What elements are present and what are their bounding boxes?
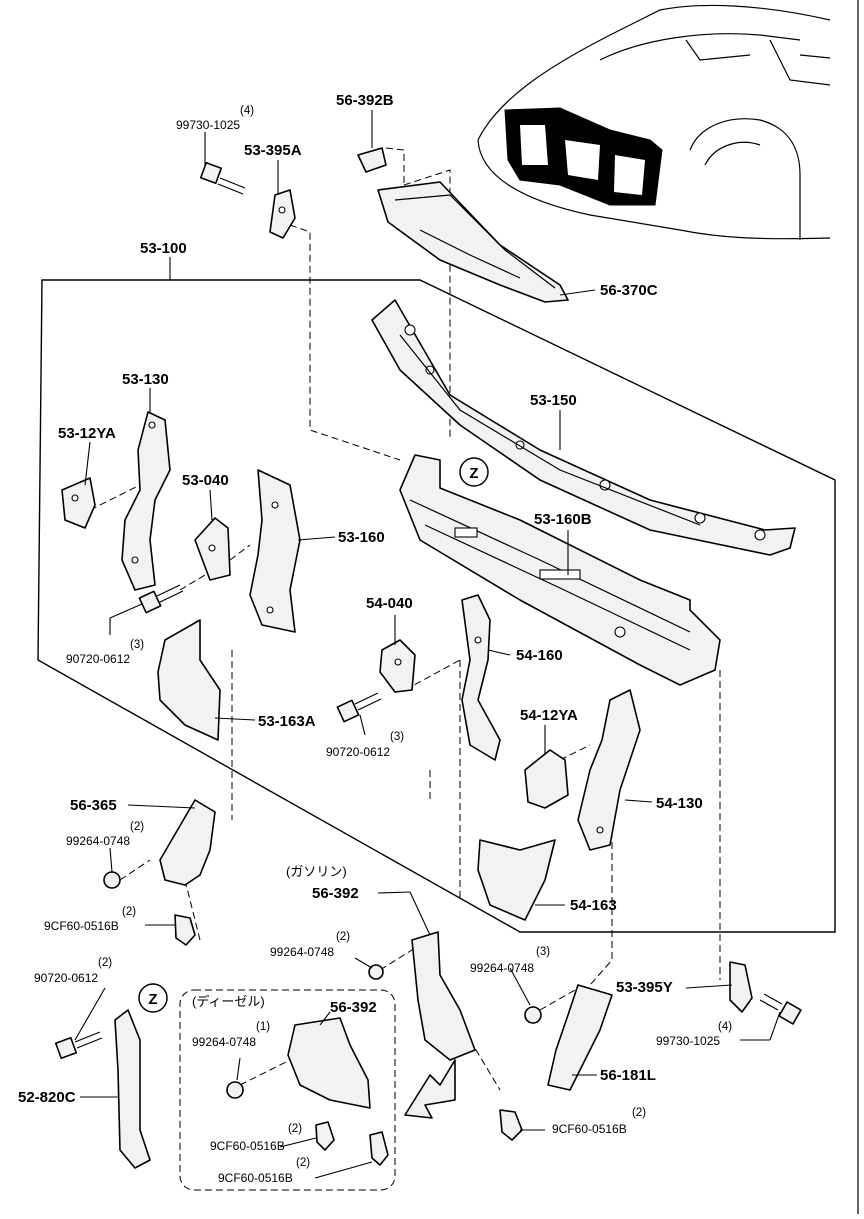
label-56-392B: 56-392B [336, 92, 394, 109]
qty-9CF60-0516B-left: (2) [122, 906, 136, 918]
screw-9CF60-0516B-d2 [369, 1131, 389, 1166]
part-labels: (4) 99730-1025 56-392B 53-395A 53-100 56… [18, 92, 732, 1185]
part-56-365 [159, 799, 216, 886]
label-53-163A: 53-163A [258, 713, 316, 730]
part-53-395A [269, 189, 296, 239]
qty-90720-0612-mid: (3) [390, 731, 404, 743]
label-53-160B: 53-160B [534, 511, 592, 528]
label-53-040: 53-040 [182, 472, 229, 489]
bolt-99730-1025-top [199, 161, 246, 195]
screw-9CF60-0516B-left [174, 914, 196, 946]
zone-z-bottom-text: Z [148, 991, 157, 1008]
label-53-100: 53-100 [140, 240, 187, 257]
zone-marker-z-bottom: Z [138, 983, 168, 1013]
qty-9CF60-0516B-d1: (2) [288, 1123, 302, 1135]
diesel-enclosure [179, 989, 396, 1191]
label-56-181L: 56-181L [600, 1067, 656, 1084]
part-53-12YA [61, 477, 96, 529]
part-56-392-gasoline [411, 931, 476, 1061]
qty-99264-0748-left: (2) [130, 821, 144, 833]
label-56-370C: 56-370C [600, 282, 658, 299]
qty-9CF60-0516B-d2: (2) [296, 1157, 310, 1169]
clip-99264-0748-right [524, 1006, 542, 1024]
label-54-130: 54-130 [656, 795, 703, 812]
clip-99264-0748-mid [368, 964, 384, 980]
qty-99264-0748-mid: (2) [336, 931, 350, 943]
label-54-163: 54-163 [570, 897, 617, 914]
part-52-820C [114, 1009, 151, 1169]
label-54-12YA: 54-12YA [520, 707, 578, 724]
qty-9CF60-0516B-right: (2) [632, 1107, 646, 1119]
clip-56-392B [357, 147, 387, 173]
label-99264-0748-mid: 99264-0748 [270, 945, 334, 959]
label-99730-1025-right: 99730-1025 [656, 1034, 720, 1048]
label-9CF60-0516B-d1: 9CF60-0516B [210, 1139, 285, 1153]
part-53-163A [157, 619, 221, 741]
label-53-160: 53-160 [338, 529, 385, 546]
qty-90720-0612-low: (2) [98, 957, 112, 969]
label-52-820C: 52-820C [18, 1089, 76, 1106]
part-53-040 [194, 517, 231, 581]
part-54-163 [477, 839, 556, 921]
bolt-99730-1025-right [759, 993, 802, 1025]
qty-99730-1025-right: (4) [718, 1021, 732, 1033]
label-56-365: 56-365 [70, 797, 117, 814]
screw-9CF60-0516B-d1 [315, 1121, 335, 1151]
part-53-160 [249, 469, 301, 633]
car-outline [477, 4, 831, 240]
bolt-90720-0612-low [54, 1031, 103, 1060]
part-56-181L [547, 984, 613, 1091]
leader-lines [74, 110, 781, 1179]
label-9CF60-0516B-right: 9CF60-0516B [552, 1122, 627, 1136]
qty-99264-0748-right: (3) [536, 946, 550, 958]
part-53-150 [371, 299, 796, 556]
label-56-392-gasoline: 56-392 [312, 885, 359, 902]
screw-9CF60-0516B-right [499, 1109, 523, 1141]
assembly-frame-53-100 [37, 257, 836, 933]
fasteners [54, 147, 802, 1166]
label-9CF60-0516B-d2: 9CF60-0516B [218, 1171, 293, 1185]
assembly-guide-lines [89, 147, 721, 1091]
part-53-395Y [729, 961, 753, 1013]
label-99264-0748-left: 99264-0748 [66, 834, 130, 848]
part-56-392-diesel [287, 1017, 371, 1109]
label-53-150: 53-150 [530, 392, 577, 409]
label-53-395Y: 53-395Y [616, 979, 673, 996]
clip-99264-0748-left [103, 871, 121, 889]
part-54-12YA [524, 749, 569, 809]
part-53-160B [399, 454, 721, 686]
zone-z-top-text: Z [469, 465, 478, 482]
label-99264-0748-diesel: 99264-0748 [192, 1035, 256, 1049]
qty-99264-0748-diesel: (1) [256, 1021, 270, 1033]
bolt-90720-0612-mid [336, 692, 382, 723]
part-54-040 [379, 639, 416, 693]
label-90720-0612-low: 90720-0612 [34, 971, 98, 985]
label-53-395A: 53-395A [244, 142, 302, 159]
label-90720-0612-mid: 90720-0612 [326, 745, 390, 759]
bolt-90720-0612-left [138, 584, 184, 614]
label-54-040: 54-040 [366, 595, 413, 612]
part-56-370C [377, 181, 569, 303]
label-99264-0748-right: 99264-0748 [470, 961, 534, 975]
part-54-160 [461, 594, 501, 761]
label-54-160: 54-160 [516, 647, 563, 664]
label-9CF60-0516B-left: 9CF60-0516B [44, 919, 119, 933]
label-99730-1025-top: 99730-1025 [176, 118, 240, 132]
qty-99730-1025-top: (4) [240, 105, 254, 117]
qty-90720-0612-left: (3) [130, 639, 144, 651]
label-diesel: (ディーゼル) [192, 994, 265, 1009]
label-gasoline: (ガソリン) [286, 864, 347, 879]
label-53-130: 53-130 [122, 371, 169, 388]
front-direction-arrow [404, 1059, 456, 1119]
part-53-130 [121, 411, 171, 591]
clip-99264-0748-diesel [226, 1081, 244, 1099]
label-90720-0612-left: 90720-0612 [66, 652, 130, 666]
label-53-12YA: 53-12YA [58, 425, 116, 442]
zone-marker-z-top: Z [459, 457, 489, 487]
part-54-130 [577, 689, 641, 851]
label-56-392-diesel: 56-392 [330, 999, 377, 1016]
